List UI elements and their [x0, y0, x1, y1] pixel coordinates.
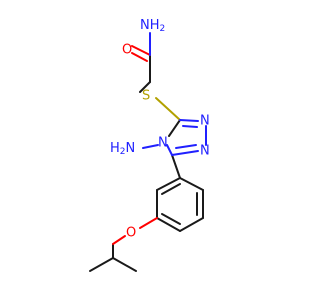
amide-nh2-label: NH2 [140, 18, 165, 35]
bond-ph-3 [179, 217, 204, 232]
ring-nitrogen-bottom-label: N [200, 144, 210, 159]
bond-ph-6 [156, 177, 181, 191]
molecule-structure: NH2 O S N N N H2N O [89, 18, 210, 272]
bonds-carbon [89, 54, 204, 272]
bond-n1-c5 [171, 150, 199, 156]
bond-c-o-2 [131, 52, 148, 62]
bond-o-ch [112, 235, 126, 245]
bond-ph-o [139, 217, 158, 229]
bond-c3-n2b [182, 125, 198, 128]
amino-nh2-label: H2N [110, 141, 135, 158]
bond-c5-c [171, 154, 181, 179]
bond-ipr-2 [89, 257, 114, 272]
atom-labels: NH2 O S N N N H2N O [110, 18, 210, 241]
bond-ph-1 [179, 177, 204, 191]
bond-n1-c5b [175, 144, 197, 149]
sulfur-label: S [142, 89, 150, 104]
bond-ph-4 [156, 217, 181, 232]
bond-c3-n2 [179, 119, 199, 122]
bond-s-c3 [155, 97, 181, 121]
bond-n4-nh2 [142, 144, 159, 149]
amide-oxygen-label: O [122, 43, 132, 58]
ring-nitrogen-top-label: N [200, 114, 210, 129]
bond-ph-6b [161, 183, 181, 195]
bond-c3-n4 [168, 119, 181, 137]
ring-nitrogen-4-label: N [158, 136, 168, 151]
ether-oxygen-label: O [126, 226, 136, 241]
bond-c5-n4 [166, 144, 173, 156]
bond-ph-4b [161, 213, 181, 225]
bond-c-o-1 [131, 45, 151, 56]
bond-ch2-s [139, 81, 151, 93]
bond-ipr-3 [112, 257, 137, 272]
bonds-hetero [112, 32, 207, 245]
